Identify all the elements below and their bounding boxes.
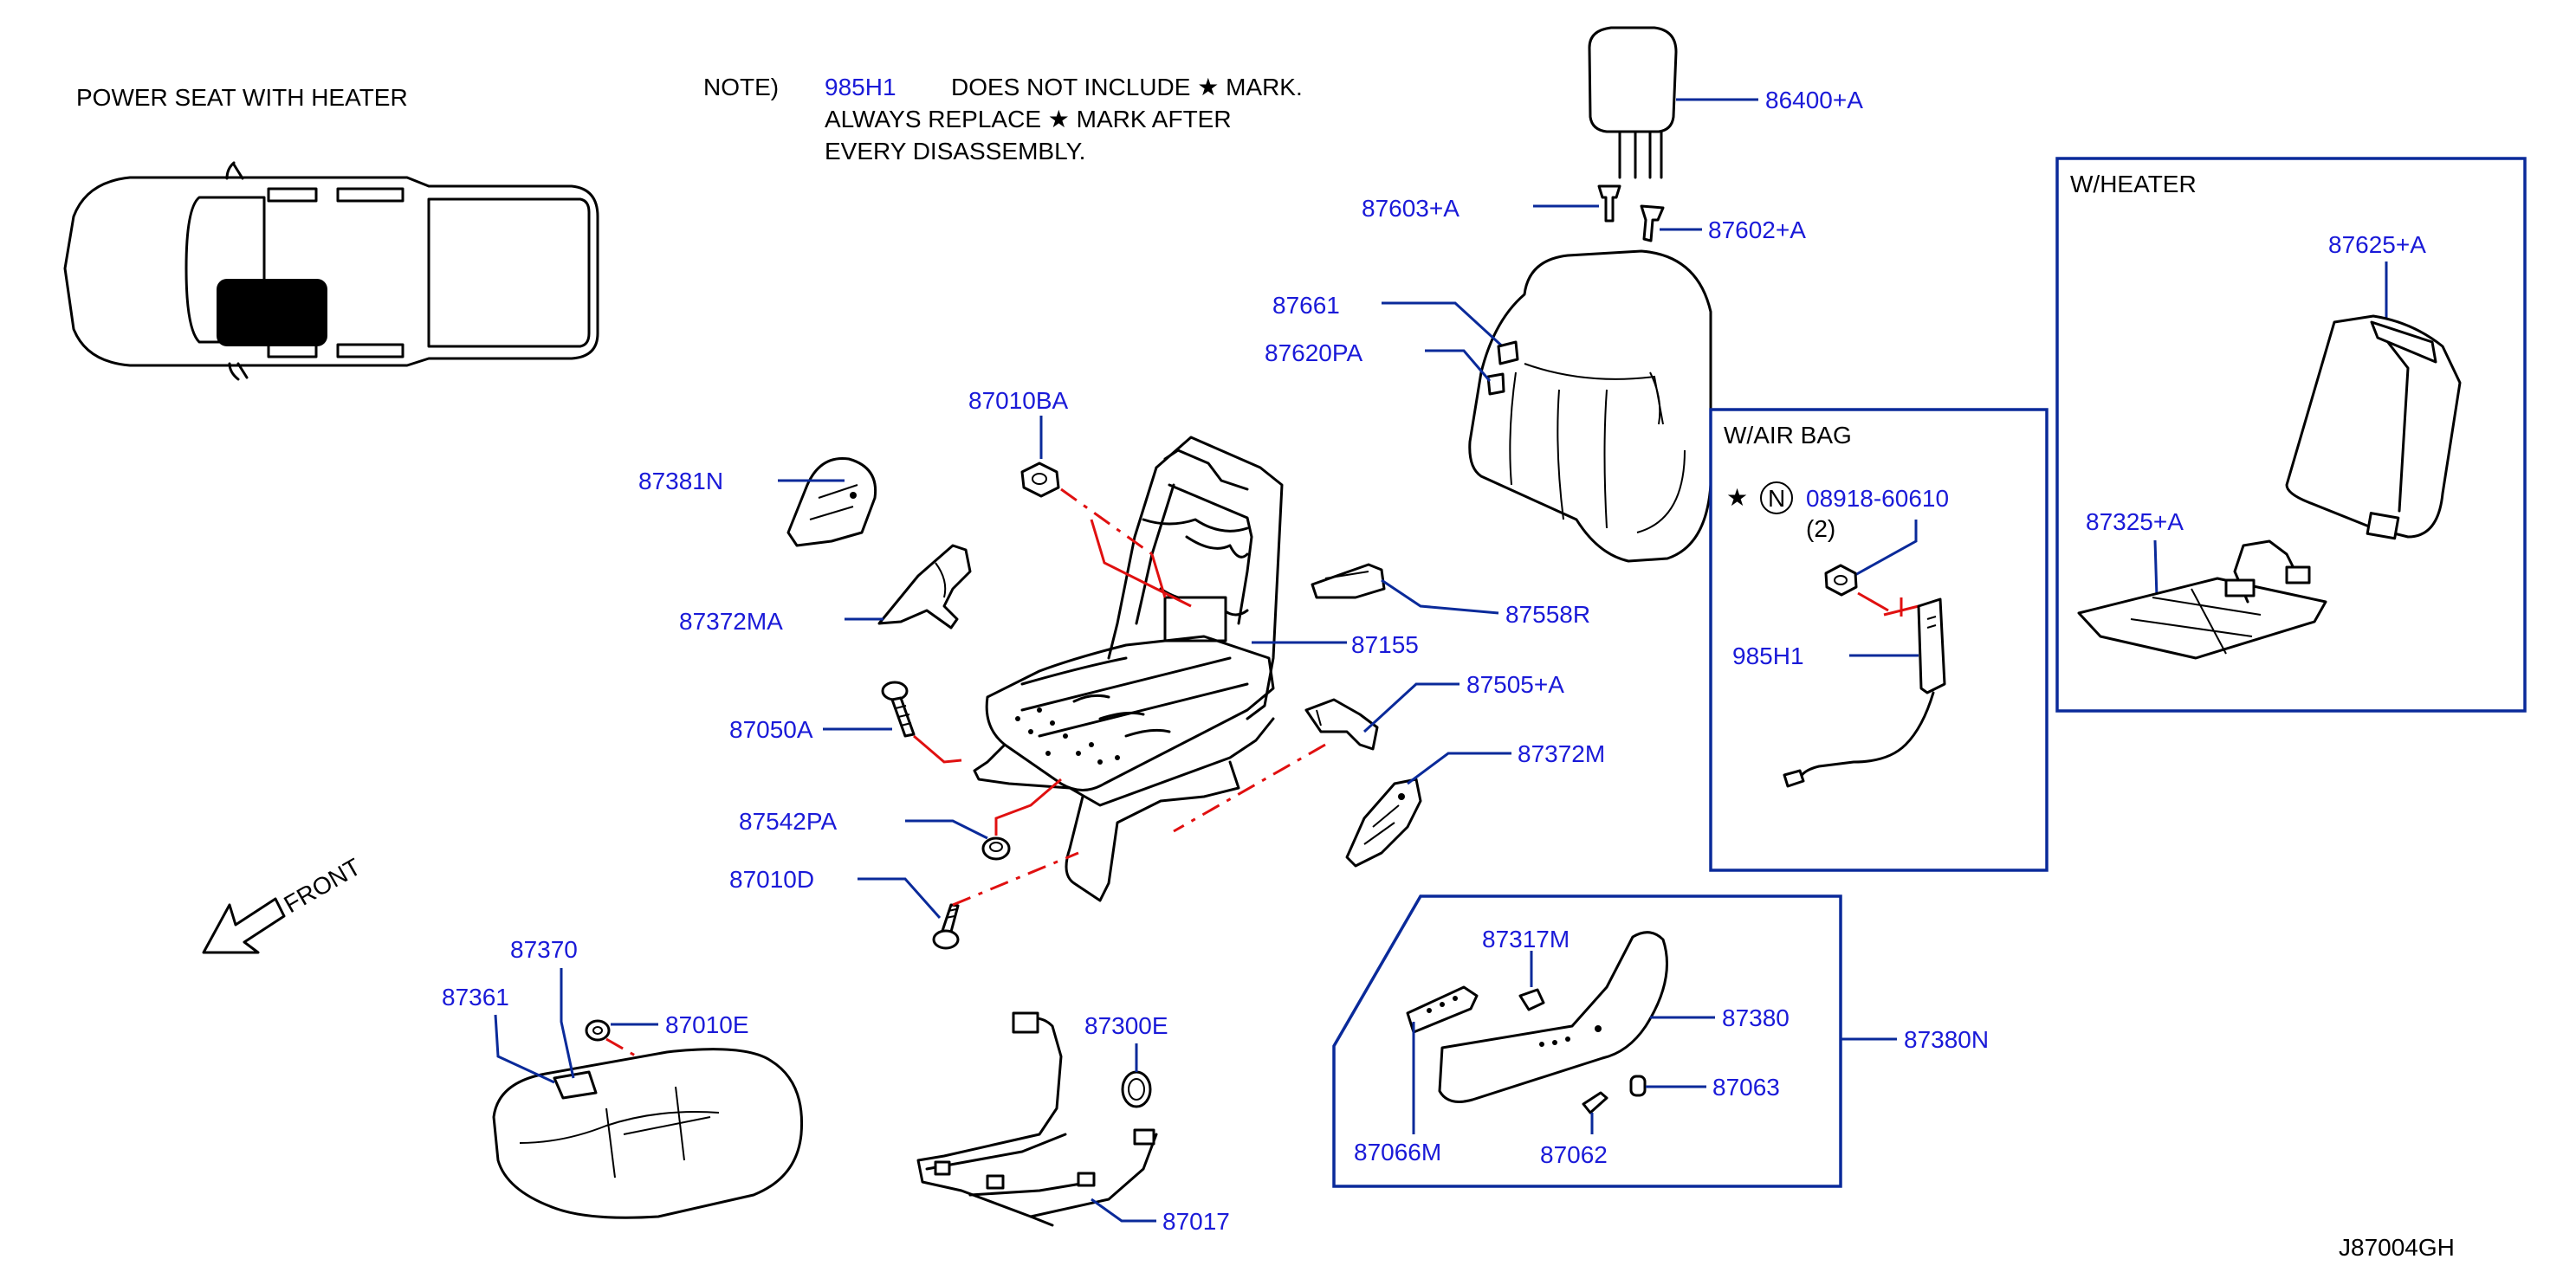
label-87620pa[interactable]: 87620PA (1265, 339, 1362, 366)
airbag-module-985h1[interactable] (1783, 597, 1946, 788)
headrest-86400a[interactable] (1588, 26, 1678, 179)
leader-87017 (1091, 1198, 1156, 1223)
car-top-view-icon (63, 161, 599, 381)
label-87063[interactable]: 87063 (1712, 1074, 1780, 1101)
finisher-87380[interactable] (1438, 931, 1668, 1103)
trim-87558r[interactable] (1311, 563, 1386, 599)
leader-87361 (494, 1014, 555, 1084)
label-87558r[interactable]: 87558R (1505, 601, 1590, 628)
airbag-qty: (2) (1806, 515, 1835, 542)
label-87625a[interactable]: 87625+A (2328, 231, 2426, 258)
label-87010ba[interactable]: 87010BA (968, 387, 1069, 414)
leader-87370 (560, 968, 575, 1079)
dash-87050a (913, 734, 962, 764)
harness-87017[interactable] (916, 1011, 1158, 1227)
bracket-87010ba (1090, 519, 1192, 608)
label-87602a[interactable]: 87602+A (1708, 216, 1806, 243)
diagram-title: POWER SEAT WITH HEATER (76, 84, 408, 111)
grommet-87300e[interactable] (1121, 1070, 1152, 1108)
leader-87558r (1381, 578, 1499, 615)
dash-87542pa (994, 778, 1062, 836)
front-label: FRONT (280, 853, 366, 918)
heater-back-87625a[interactable] (2285, 314, 2462, 540)
label-86400a[interactable]: 86400+A (1765, 87, 1863, 113)
label-87361[interactable]: 87361 (442, 984, 509, 1011)
label-87155[interactable]: 87155 (1351, 631, 1419, 658)
heater-box: W/HEATER 87625+A 87325+A (2055, 157, 2527, 713)
seat-frame-87155[interactable] (973, 436, 1284, 902)
dash-87505a (1173, 743, 1326, 833)
label-87372m[interactable]: 87372M (1518, 740, 1605, 767)
label-87372ma[interactable]: 87372MA (679, 608, 783, 635)
label-87505a[interactable]: 87505+A (1466, 671, 1564, 698)
leader-87542pa (905, 819, 988, 840)
dash-08918 (1857, 591, 1919, 617)
bolt-87050a[interactable] (881, 681, 916, 738)
label-87062[interactable]: 87062 (1540, 1141, 1608, 1168)
airbag-box: W/AIR BAG ★ N 08918-60610 (2) 985H1 (1709, 408, 2049, 872)
seat-cushion-87370[interactable] (492, 1048, 804, 1219)
knob-87317m[interactable] (1518, 988, 1545, 1011)
label-87603a[interactable]: 87603+A (1362, 195, 1460, 222)
airbag-circle-letter: N (1768, 485, 1785, 512)
label-87050a[interactable]: 87050A (729, 716, 813, 743)
nut-08918-60610[interactable] (1824, 564, 1858, 597)
label-87325a[interactable]: 87325+A (2086, 508, 2184, 535)
knob-87381n[interactable] (786, 456, 877, 547)
clip-87010e[interactable] (585, 1019, 611, 1042)
switch-box: 87380N 87066M 87317M 87380 87063 8706 (1332, 894, 1989, 1188)
label-87661[interactable]: 87661 (1272, 292, 1340, 319)
leader-08918-60610 (1853, 520, 1918, 578)
dash-87010d (952, 851, 1079, 907)
label-87317m[interactable]: 87317M (1482, 926, 1570, 952)
label-87380n[interactable]: 87380N (1904, 1026, 1989, 1053)
leader-87372m (1407, 752, 1511, 785)
label-87380[interactable]: 87380 (1722, 1004, 1790, 1031)
clip-87620pa[interactable] (1486, 340, 1519, 396)
seatback-pad-87661[interactable] (1468, 249, 1712, 563)
note-part-number[interactable]: 985H1 (825, 74, 896, 100)
leader-87010d (858, 877, 942, 919)
note-line-2: ALWAYS REPLACE ★ MARK AFTER (825, 106, 1232, 132)
leader-87505a (1362, 682, 1460, 733)
heater-box-title: W/HEATER (2070, 171, 2197, 197)
cover-87505a[interactable] (1304, 698, 1379, 751)
note-line-1: DOES NOT INCLUDE ★ MARK. (951, 74, 1303, 100)
note-line-3: EVERY DISASSEMBLY. (825, 138, 1085, 165)
headrest-guide-87603a[interactable] (1597, 184, 1621, 223)
label-08918-60610[interactable]: 08918-60610 (1806, 485, 1949, 512)
cover-87372m[interactable] (1345, 778, 1422, 868)
leader-87661 (1382, 301, 1509, 352)
cover-87372ma[interactable] (877, 544, 972, 630)
airbag-star-icon: ★ (1726, 484, 1748, 511)
label-87010e[interactable]: 87010E (665, 1011, 749, 1038)
switch-87066m[interactable] (1406, 985, 1479, 1034)
knob-87062[interactable] (1582, 1091, 1608, 1114)
knob-87063[interactable] (1629, 1075, 1647, 1097)
label-87300e[interactable]: 87300E (1084, 1012, 1168, 1039)
label-87010d[interactable]: 87010D (729, 866, 814, 893)
label-87017[interactable]: 87017 (1162, 1208, 1230, 1235)
label-985h1[interactable]: 985H1 (1732, 642, 1804, 669)
label-87066m[interactable]: 87066M (1354, 1139, 1441, 1166)
label-87542pa[interactable]: 87542PA (739, 808, 837, 835)
airbag-box-title: W/AIR BAG (1724, 422, 1852, 449)
note-prefix: NOTE) (703, 74, 779, 100)
label-87370[interactable]: 87370 (510, 936, 578, 963)
bushing-87542pa[interactable] (981, 836, 1011, 861)
front-arrow-icon (202, 897, 286, 954)
dash-87010e (605, 1037, 638, 1058)
leader-87325a (2153, 539, 2159, 598)
nut-87010ba[interactable] (1020, 462, 1060, 498)
headrest-guide-87602a[interactable] (1640, 204, 1665, 242)
heater-seat-87325a[interactable] (2077, 539, 2327, 660)
leader-87620pa (1425, 349, 1492, 382)
diagram-code: J87004GH (2339, 1234, 2455, 1261)
dash-87010ba (1060, 488, 1153, 556)
bolt-87010d[interactable] (932, 903, 960, 950)
label-87381n[interactable]: 87381N (638, 468, 723, 494)
